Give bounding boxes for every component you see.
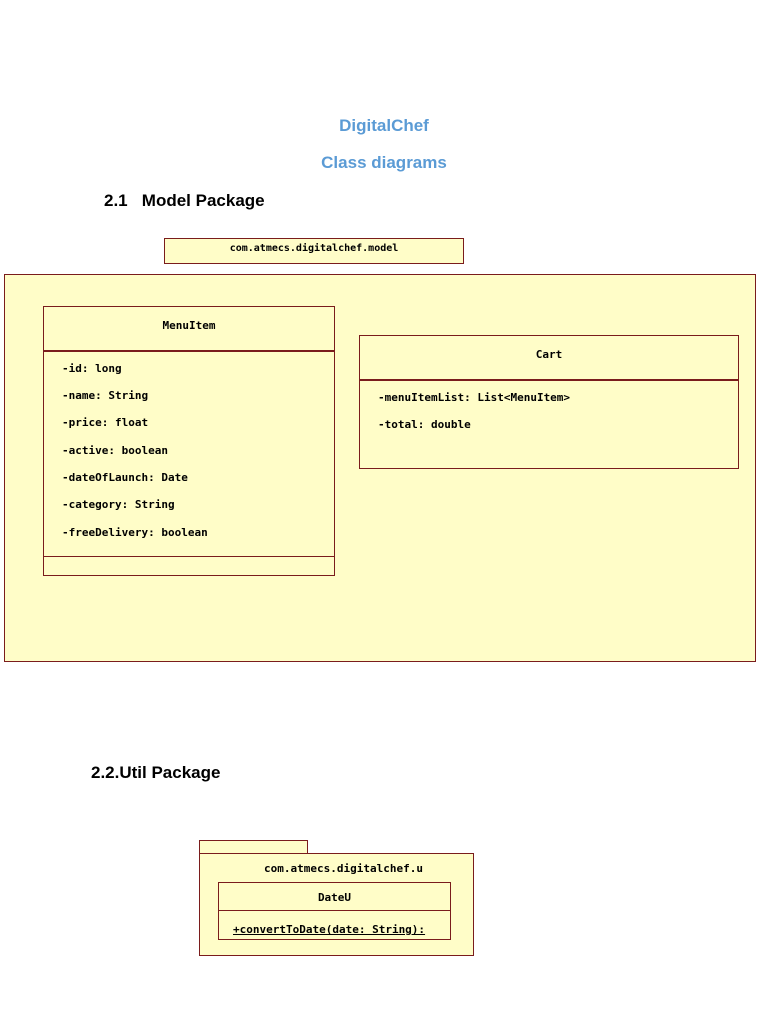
- util-package-tab: [199, 840, 308, 854]
- class-cart: Cart -menuItemList: List<MenuItem> -tota…: [359, 335, 739, 469]
- class-dateu-name: DateU: [317, 891, 352, 904]
- dateu-method-converttodate: +convertToDate(date: String):: [233, 923, 426, 936]
- util-package-heading: 2.2.Util Package: [91, 763, 221, 782]
- document-subtitle: Class diagrams: [321, 153, 447, 172]
- model-package-container: MenuItem -id: long -name: String -price:…: [4, 274, 756, 662]
- document-title: DigitalChef: [339, 116, 429, 135]
- class-menuitem-name: MenuItem: [162, 319, 216, 332]
- class-divider: [44, 350, 334, 352]
- model-package-heading: 2.1 Model Package: [104, 191, 265, 210]
- model-package-name: com.atmecs.digitalchef.model: [229, 243, 399, 254]
- class-dateu: DateU +convertToDate(date: String):: [218, 882, 451, 940]
- util-package-container: com.atmecs.digitalchef.u DateU +convertT…: [199, 853, 474, 956]
- model-package-tab: com.atmecs.digitalchef.model: [164, 238, 464, 264]
- menuitem-attr-active: -active: boolean: [62, 444, 168, 457]
- menuitem-attr-name: -name: String: [62, 389, 149, 402]
- menuitem-attr-category: -category: String: [62, 498, 175, 511]
- menuitem-attr-dateoflaunch: -dateOfLaunch: Date: [62, 471, 188, 484]
- class-divider: [360, 379, 738, 381]
- menuitem-attr-freedelivery: -freeDelivery: boolean: [62, 526, 208, 539]
- class-divider: [44, 556, 334, 557]
- menuitem-attr-price: -price: float: [62, 416, 149, 429]
- menuitem-attr-id: -id: long: [62, 362, 122, 375]
- class-menuitem: MenuItem -id: long -name: String -price:…: [43, 306, 335, 576]
- class-divider: [219, 910, 450, 911]
- cart-attr-menuitemlist: -menuItemList: List<MenuItem>: [378, 391, 571, 404]
- class-cart-name: Cart: [535, 348, 563, 361]
- util-package-name: com.atmecs.digitalchef.u: [264, 862, 423, 875]
- cart-attr-total: -total: double: [378, 418, 471, 431]
